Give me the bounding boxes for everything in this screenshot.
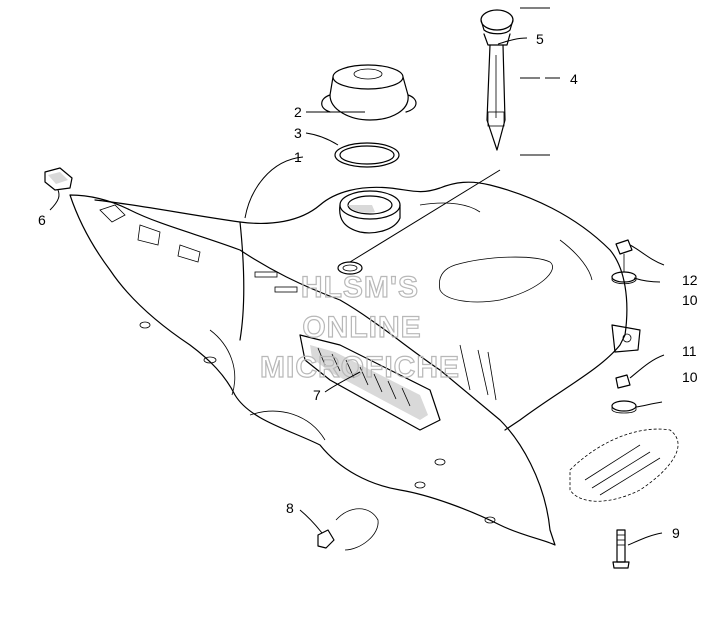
floor-pad-outline [569, 428, 679, 502]
fuel-gauge-sender [480, 9, 514, 151]
callout-7: 7 [313, 387, 321, 403]
bolt [612, 529, 630, 569]
callouts: 1 2 3 4 5 6 7 8 9 10 10 11 12 [38, 31, 698, 541]
clip-bracket [44, 167, 73, 191]
cap-gasket [334, 142, 400, 168]
callout-10-lower: 10 [682, 369, 698, 385]
watermark-line-2: ONLINE [302, 311, 421, 344]
callout-10-upper: 10 [682, 292, 698, 308]
callout-11: 11 [682, 343, 697, 359]
fuel-cap [321, 64, 417, 121]
callout-1: 1 [294, 149, 302, 165]
watermark-line-3: MICROFICHE [260, 351, 460, 384]
callout-4: 4 [570, 71, 578, 87]
mount-hardware-lower [611, 374, 637, 414]
nut [317, 508, 379, 551]
side-panel [69, 194, 556, 546]
leader-lines [49, 7, 665, 546]
callout-5: 5 [536, 31, 544, 47]
callout-12: 12 [682, 272, 698, 288]
callout-9: 9 [672, 525, 680, 541]
callout-2: 2 [294, 104, 302, 120]
callout-8: 8 [286, 500, 294, 516]
watermark-line-1: HLSM'S [301, 271, 419, 304]
mount-hardware-upper [611, 239, 637, 285]
callout-3: 3 [294, 125, 302, 141]
callout-6: 6 [38, 212, 46, 228]
watermark: HLSM'S ONLINE MICROFICHE [259, 270, 460, 384]
fuel-tank [94, 181, 641, 431]
